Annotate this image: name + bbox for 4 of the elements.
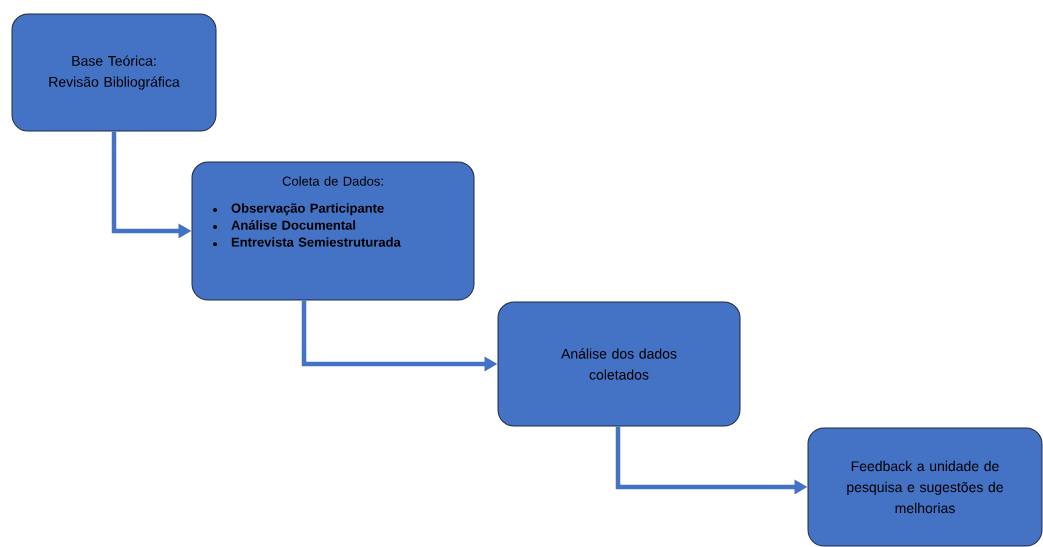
process-box: Análise dos dados coletados [497, 301, 741, 427]
process-box: Base Teórica: Revisão Bibliográfica [11, 13, 217, 132]
process-box: Feedback a unidade de pesquisa e sugestões de melhorias [807, 427, 1043, 547]
process-box: Coleta de Dados: Observação Participante Análise Documental Entrevista Semiestruturada [191, 161, 475, 301]
